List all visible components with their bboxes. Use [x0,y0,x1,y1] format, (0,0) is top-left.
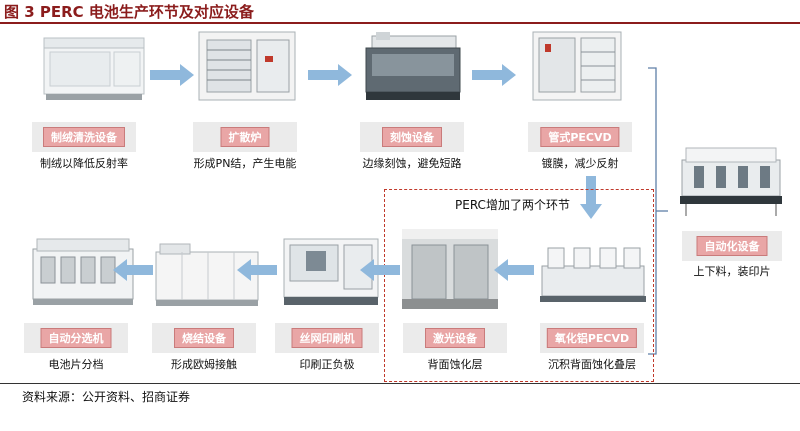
desc-automation: 上下料，装印片 [693,265,771,278]
tag-laser: 激光设备 [425,328,485,348]
tag-sintering: 烧结设备 [174,328,234,348]
source-note: 资料来源：公开资料、招商证券 [22,390,191,404]
desc-auto-sorting: 电池片分档 [48,358,104,371]
tag-diffusion: 扩散炉 [220,127,270,147]
tag-tubular-pecvd: 管式PECVD [540,127,620,147]
tag-alumina-pecvd: 氧化铝PECVD [546,328,638,348]
alumina-pecvd-machine [540,247,646,302]
tag-texturing-cleaning: 制绒清洗设备 [43,127,125,147]
flow-arrow-5 [360,259,400,281]
source-divider [0,383,800,384]
figure-title: 图 3 PERC 电池生产环节及对应设备 [4,3,254,21]
sintering-machine [155,243,259,306]
texturing-cleaning-machine [43,37,145,100]
desc-screen-printing: 印刷正负极 [299,358,355,371]
label-automation: 自动化设备 [682,231,782,261]
desc-alumina-pecvd: 沉积背面蚀化叠层 [548,358,636,371]
label-screen-printing: 丝网印刷机 [275,323,379,353]
label-auto-sorting: 自动分选机 [24,323,128,353]
flow-arrow-7 [113,259,153,281]
tag-auto-sorting: 自动分选机 [40,328,112,348]
flow-arrow-3 [472,64,516,86]
flow-arrow-down [580,176,602,219]
label-laser: 激光设备 [403,323,507,353]
title-divider [0,22,800,24]
label-texturing-cleaning: 制绒清洗设备 [32,122,136,152]
diffusion-furnace-machine [198,31,296,101]
flow-arrow-2 [308,64,352,86]
flow-arrow-1 [150,64,194,86]
desc-diffusion: 形成PN结，产生电能 [193,157,297,170]
tag-automation: 自动化设备 [696,236,768,256]
automation-bracket [648,67,668,355]
label-etching: 刻蚀设备 [360,122,464,152]
label-alumina-pecvd: 氧化铝PECVD [540,323,644,353]
flow-arrow-6 [237,259,277,281]
etching-machine [365,32,461,100]
desc-etching: 边缘刻蚀，避免短路 [362,157,462,170]
label-tubular-pecvd: 管式PECVD [528,122,632,152]
desc-texturing-cleaning: 制绒以降低反射率 [40,157,128,170]
label-diffusion: 扩散炉 [193,122,297,152]
desc-laser: 背面蚀化层 [427,358,483,371]
auto-sorting-machine [32,238,134,305]
screen-printing-machine [283,238,379,305]
laser-equipment-machine [402,229,498,309]
automation-machine [680,147,782,216]
tubular-pecvd-machine [532,31,622,101]
label-sintering: 烧结设备 [152,323,256,353]
tag-etching: 刻蚀设备 [382,127,442,147]
perc-added-steps-region [384,189,654,382]
perc-added-steps-note: PERC增加了两个环节 [455,198,570,212]
flow-arrow-4 [494,259,534,281]
desc-sintering: 形成欧姆接触 [171,358,237,371]
desc-tubular-pecvd: 镀膜，减少反射 [541,157,619,170]
tag-screen-printing: 丝网印刷机 [291,328,363,348]
